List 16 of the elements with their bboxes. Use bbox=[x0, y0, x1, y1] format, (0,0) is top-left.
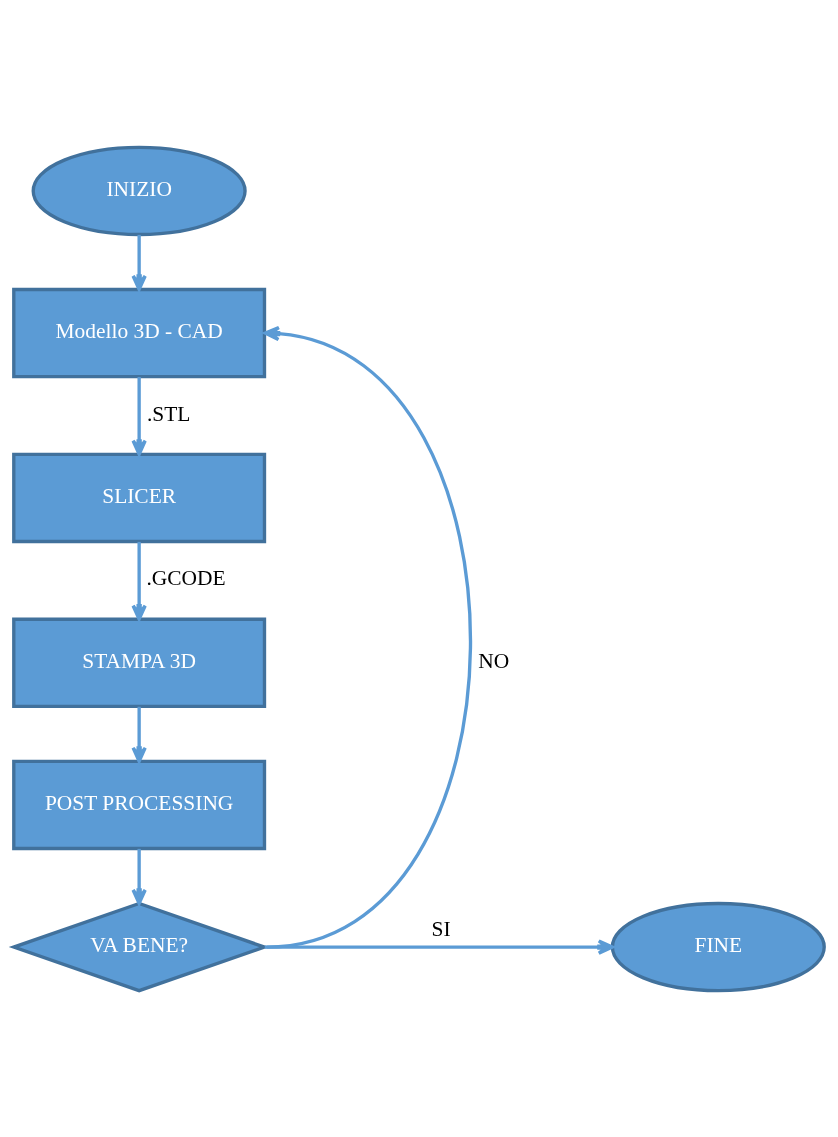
edge-label: .GCODE bbox=[146, 565, 226, 590]
edge-label: SI bbox=[431, 916, 451, 941]
arrow bbox=[131, 848, 147, 905]
edge-label: .STL bbox=[146, 401, 191, 426]
arrow bbox=[264, 938, 614, 955]
arrow bbox=[131, 706, 147, 763]
node-ellipse: INIZIO bbox=[31, 145, 247, 236]
arrow bbox=[131, 541, 147, 621]
node-box: SLICER bbox=[12, 452, 267, 543]
node-box: STAMPA 3D bbox=[12, 617, 267, 708]
arrow bbox=[131, 376, 147, 456]
edge-label: NO bbox=[478, 648, 510, 673]
node-ellipse: FINE bbox=[610, 901, 826, 992]
node-box: Modello 3D - CAD bbox=[12, 287, 267, 378]
arrow bbox=[131, 234, 147, 291]
node-box: POST PROCESSING bbox=[12, 759, 267, 850]
